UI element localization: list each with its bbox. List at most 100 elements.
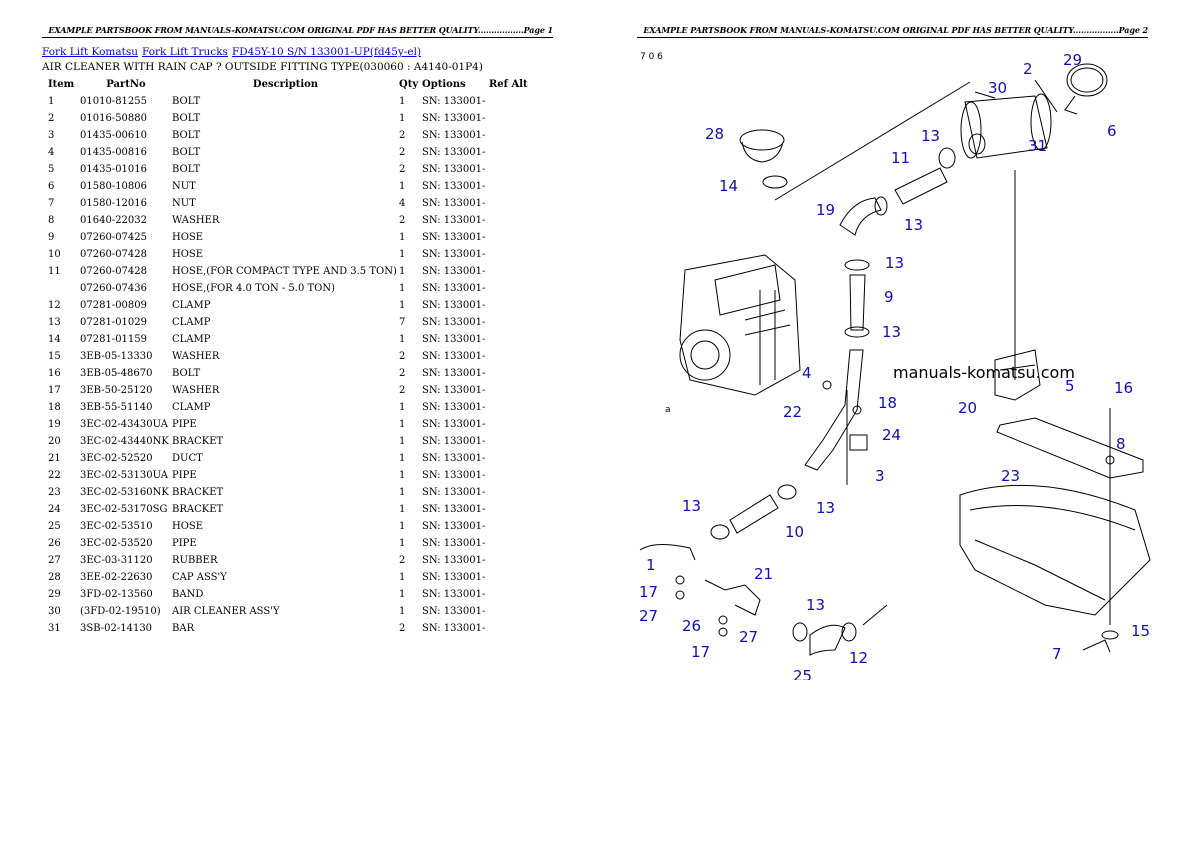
cell-partno: 01435-01016 [80,164,148,175]
cell-partno: 3EC-02-53160NK [80,487,169,498]
cell-options: SN: 133001- [422,385,486,396]
cell-options: SN: 133001- [422,572,486,583]
cell-item: 24 [48,504,61,515]
cell-description: BOLT [172,147,201,158]
cell-description: HOSE [172,249,204,260]
cell-partno: 3EB-50-25120 [80,385,153,396]
breadcrumb-link-brand[interactable]: Fork Lift Komatsu [42,46,138,58]
callout-number: 7 [1052,645,1062,663]
callout-number: 20 [958,399,977,417]
cell-refalt [489,348,528,365]
cell-partno: 07260-07425 [80,232,148,243]
callout-number: 30 [988,79,1007,97]
cell-options: SN: 133001- [422,164,486,175]
callout-number: 24 [882,426,901,444]
cell-item: 16 [48,368,61,379]
page-2: EXAMPLE PARTSBOOK FROM MANUALS-KOMATSU.C… [595,0,1190,842]
cell-options: SN: 133001- [422,249,486,260]
cell-item: 15 [48,351,61,362]
cell-description: RUBBER [172,555,218,566]
cell-qty: 1 [399,589,406,600]
cell-options: SN: 133001- [422,130,486,141]
col-header-refalt: Ref Alt [489,79,528,90]
cell-options: SN: 133001- [422,317,486,328]
callout-number: 8 [1116,435,1126,453]
cell-refalt [489,280,528,297]
cell-item: 13 [48,317,61,328]
col-header-item: Item [48,79,75,90]
cell-refalt [489,620,528,637]
callout-number: 27 [639,607,658,625]
cell-qty: 1 [399,283,406,294]
cell-partno: 3EC-02-43430UA [80,419,168,430]
cell-qty: 1 [399,232,406,243]
cell-qty: 1 [399,113,406,124]
cell-partno: 07260-07428 [80,266,148,277]
callout-number: 17 [639,583,658,601]
clamp-drawing [762,175,788,189]
cell-options: SN: 133001- [422,96,486,107]
cell-qty: 1 [399,419,406,430]
cell-qty: 4 [399,198,406,209]
cell-refalt [489,518,528,535]
cell-refalt [489,127,528,144]
cell-description: BAND [172,589,204,600]
cell-qty: 1 [399,300,406,311]
header-rule [637,37,1148,38]
cell-refalt [489,535,528,552]
cell-qty: 1 [399,521,406,532]
cell-description: HOSE [172,232,204,243]
cell-partno: 3EC-02-53520 [80,538,153,549]
cell-item: 21 [48,453,61,464]
callout-number: 12 [849,649,868,667]
cell-description: PIPE [172,419,197,430]
cell-description: BOLT [172,130,201,141]
cell-item [44,280,80,297]
bolt-drawing [1034,79,1058,113]
cell-refalt [489,144,528,161]
breadcrumb-link-model[interactable]: FD45Y-10 S/N 133001-UP(fd45y-el) [231,46,422,58]
cell-refalt [489,331,528,348]
cell-item: 22 [48,470,61,481]
cell-item: 23 [48,487,61,498]
band-drawing [1064,63,1108,115]
callout-number: 13 [806,596,825,614]
callout-number: 9 [884,288,894,306]
cell-description: BRACKET [172,487,224,498]
cell-options: SN: 133001- [422,589,486,600]
cell-partno: 3EB-55-51140 [80,402,153,413]
cell-item: 9 [48,232,55,243]
cell-refalt [489,450,528,467]
cell-item: 19 [48,419,61,430]
cell-item: 29 [48,589,61,600]
callout-number: 3 [875,467,885,485]
cell-description: DUCT [172,453,203,464]
callout-number: 18 [878,394,897,412]
cell-refalt [489,263,528,280]
breadcrumb-link-category[interactable]: Fork Lift Trucks [142,46,228,58]
callout-number: 22 [783,403,802,421]
cell-qty: 1 [399,487,406,498]
cell-item: 5 [48,164,55,175]
cell-item: 7 [48,198,55,209]
cell-refalt [489,484,528,501]
cell-item: 17 [48,385,61,396]
cell-qty: 1 [399,402,406,413]
cell-options: SN: 133001- [422,453,486,464]
table-header-row: Item PartNo Description Qty Options Ref … [44,76,528,93]
cell-item: 31 [48,623,61,634]
cell-description: CLAMP [172,334,211,345]
callout-number: 16 [1114,379,1133,397]
cell-refalt [489,314,528,331]
cell-qty: 2 [399,164,406,175]
cell-options: SN: 133001- [422,283,486,294]
cell-qty: 1 [399,470,406,481]
cell-options: SN: 133001- [422,606,486,617]
cell-partno: 3EB-05-13330 [80,351,153,362]
cell-item: 27 [48,555,61,566]
